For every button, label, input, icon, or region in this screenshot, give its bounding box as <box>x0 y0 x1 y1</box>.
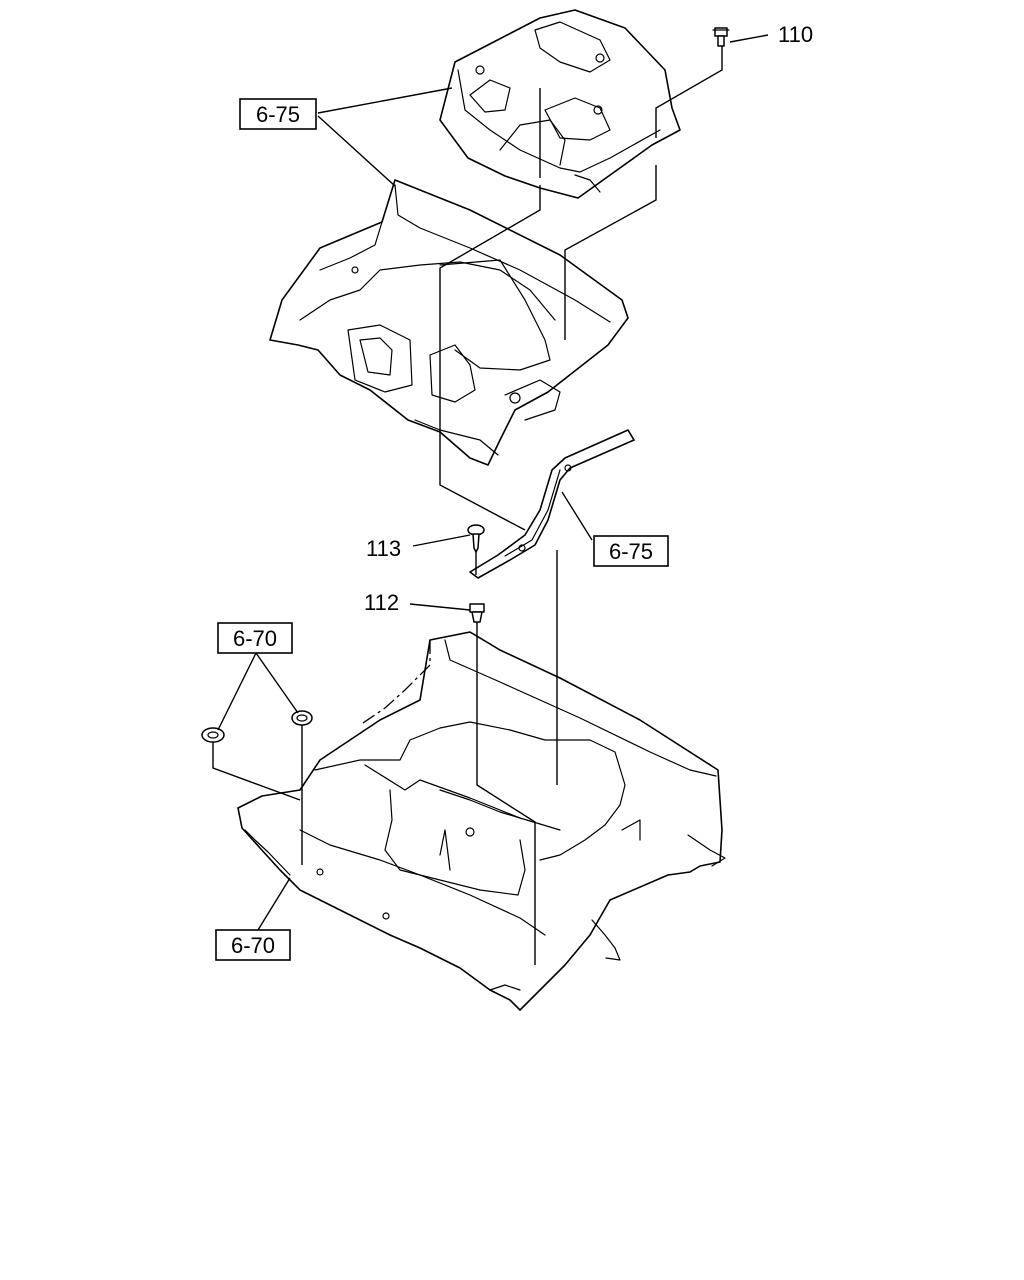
assembly-lines <box>212 46 723 965</box>
upper-floor-panel <box>269 179 629 466</box>
ref-box-mid-6-75[interactable]: 6-75 <box>593 535 669 567</box>
screw-113-icon <box>467 524 485 553</box>
callout-110: 110 <box>778 22 813 47</box>
ref-box-grommet-6-70[interactable]: 6-70 <box>217 622 293 654</box>
ref-label: 6-75 <box>609 539 653 564</box>
lower-floor-panel <box>237 631 726 1011</box>
grommet-left-icon <box>201 727 225 743</box>
leader-lines <box>217 34 769 931</box>
clip-112-icon <box>469 603 485 623</box>
ref-label: 6-70 <box>231 933 275 958</box>
ref-label: 6-70 <box>233 626 277 651</box>
callout-112: 112 <box>364 590 399 615</box>
callout-113: 113 <box>366 536 401 561</box>
upper-small-panel <box>439 9 681 199</box>
ref-box-bottom-6-70[interactable]: 6-70 <box>215 929 291 961</box>
ref-label: 6-75 <box>256 102 300 127</box>
bracket-6-75 <box>469 429 635 579</box>
bolt-110-icon <box>712 27 730 47</box>
ref-box-top-6-75[interactable]: 6-75 <box>239 98 317 130</box>
grommet-right-icon <box>291 710 313 726</box>
